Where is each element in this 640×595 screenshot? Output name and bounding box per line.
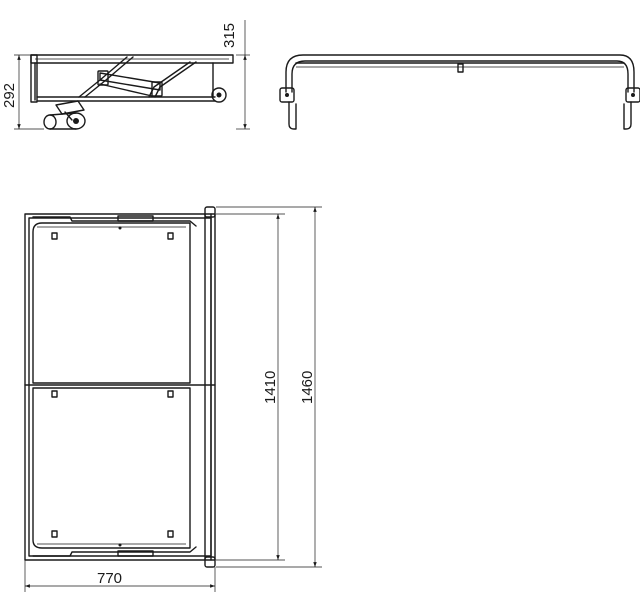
top-dimension-1460: 1460 bbox=[216, 206, 322, 568]
front-view bbox=[279, 54, 640, 130]
dim-label-770: 770 bbox=[97, 570, 122, 587]
top-dimension-770: 770 bbox=[24, 560, 216, 592]
dim-label-315: 315 bbox=[221, 23, 238, 48]
top-view bbox=[24, 206, 216, 568]
side-dimension-315: 315 bbox=[221, 20, 250, 130]
dim-label-1410: 1410 bbox=[262, 371, 279, 404]
dim-label-1460: 1460 bbox=[299, 371, 316, 404]
side-view bbox=[30, 54, 234, 130]
top-dimension-1410: 1410 bbox=[216, 213, 285, 561]
dim-label-292: 292 bbox=[1, 83, 18, 108]
side-dimension-292: 292 bbox=[1, 54, 44, 130]
